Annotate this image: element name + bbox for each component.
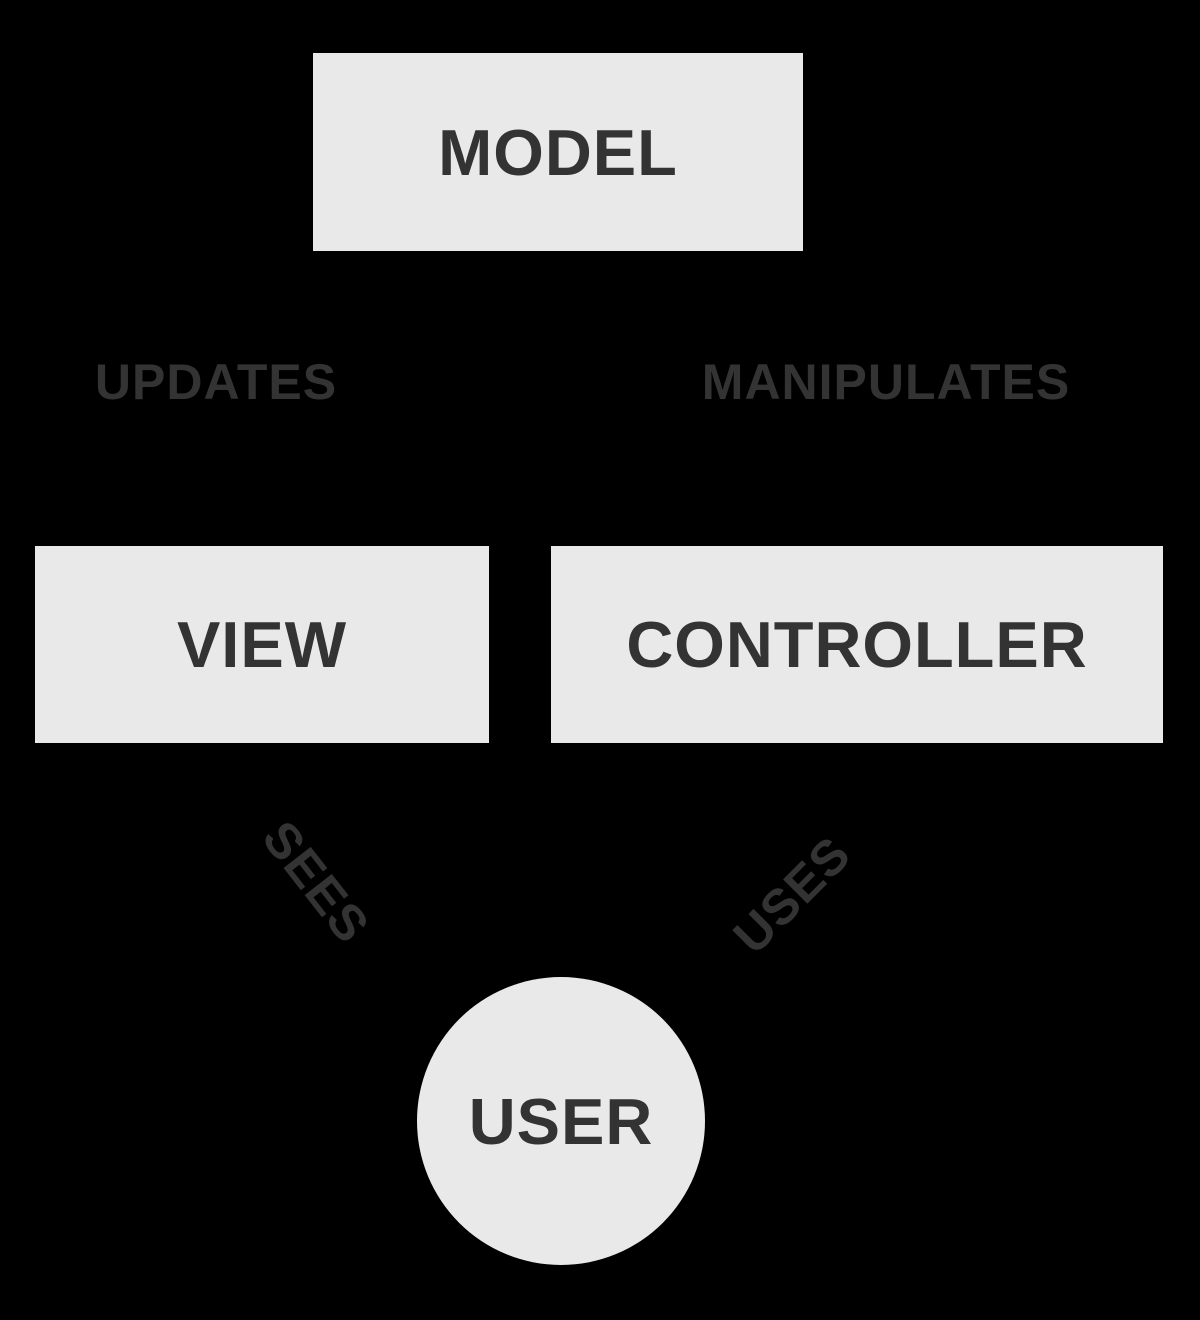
user-node: USER bbox=[417, 977, 705, 1265]
edge-label-manipulates: MANIPULATES bbox=[701, 354, 1071, 410]
edge-label-updates: UPDATES bbox=[94, 354, 338, 410]
edge-label-sees: SEES bbox=[251, 810, 381, 954]
model-node: MODEL bbox=[313, 53, 803, 251]
view-node: VIEW bbox=[35, 546, 489, 743]
view-node-label: VIEW bbox=[176, 608, 348, 681]
controller-node: CONTROLLER bbox=[551, 546, 1163, 743]
edge-label-uses: USES bbox=[722, 825, 862, 965]
model-node-label: MODEL bbox=[438, 115, 678, 189]
user-node-label: USER bbox=[468, 1084, 654, 1158]
controller-node-label: CONTROLLER bbox=[626, 608, 1088, 681]
